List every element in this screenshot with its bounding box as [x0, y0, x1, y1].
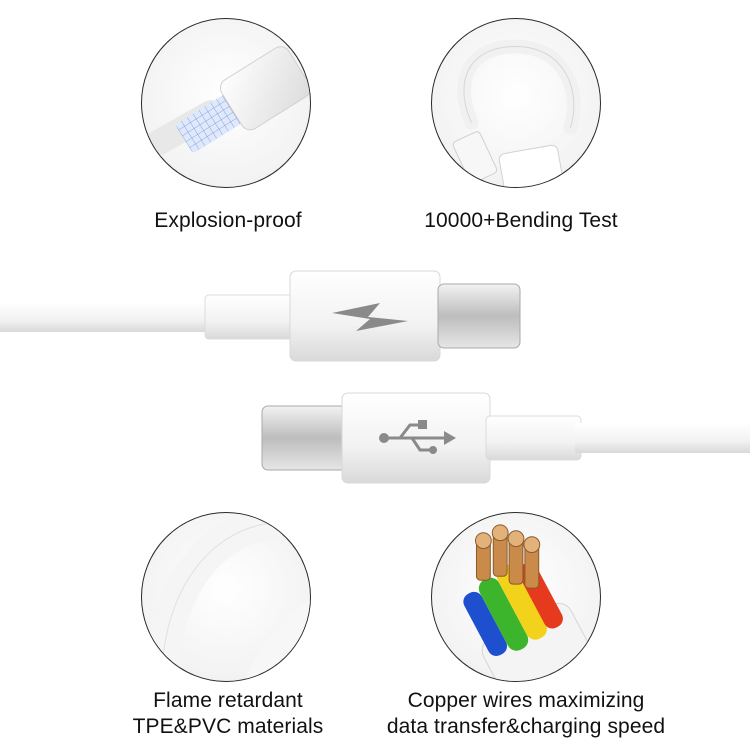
- copper-wire-bundle-icon: [463, 524, 598, 681]
- feature-caption-copper: Copper wires maximizing data transfer&ch…: [386, 689, 666, 738]
- top-cable: [0, 270, 521, 362]
- feature-caption-explosion: Explosion-proof: [154, 209, 302, 232]
- bottom-cable: [261, 392, 750, 484]
- copper-wires-image: [431, 512, 601, 682]
- usb-c-cables-illustration: [0, 270, 750, 484]
- explosion-proof-image: [141, 18, 311, 188]
- bending-test-image: [431, 18, 601, 188]
- usb-icon: [379, 420, 456, 454]
- flame-retardant-image: [141, 512, 311, 682]
- feature-caption-bending: 10000+Bending Test: [424, 209, 618, 232]
- cable-coil-icon: [144, 513, 310, 681]
- wrapped-cable-shield-icon: [142, 46, 310, 167]
- lightning-icon: [332, 303, 408, 331]
- feature-caption-flame: Flame retardant TPE&PVC materials: [132, 689, 324, 738]
- bent-cable-loop-icon: [452, 39, 581, 187]
